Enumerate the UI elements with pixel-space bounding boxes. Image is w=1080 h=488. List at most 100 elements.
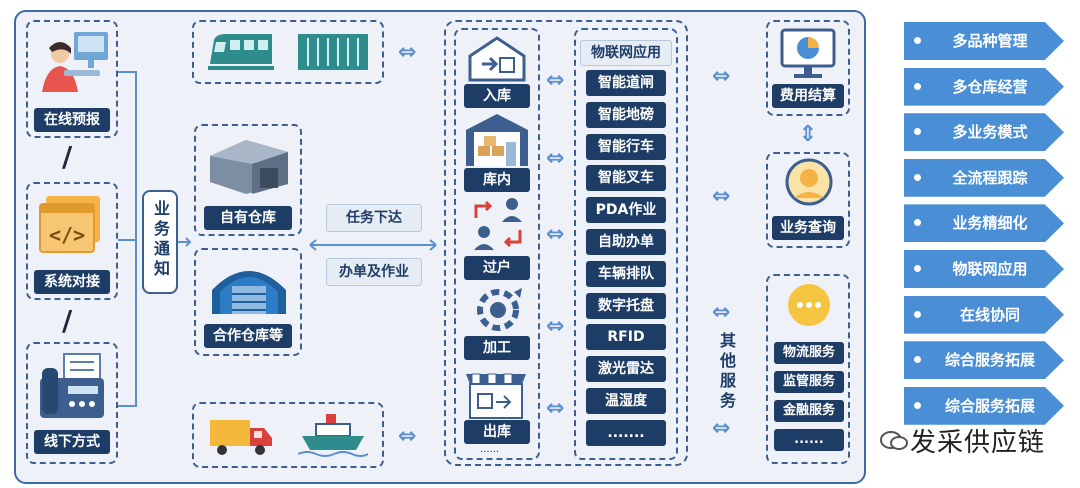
- ops-iot-arrow-2: ⇔: [546, 146, 565, 171]
- feature-chevron: 全流程跟踪: [904, 158, 1064, 197]
- iot-item: 车辆排队: [586, 260, 666, 287]
- watermark-text: 发采供应链: [910, 428, 1046, 458]
- feature-chevron: 多仓库经营: [904, 67, 1064, 106]
- channel-offline-label: 线下方式: [34, 430, 110, 454]
- headset-agent-icon: [785, 158, 833, 206]
- iot-item: .......: [586, 419, 666, 446]
- iot-other-arrow-2: ⇔: [712, 416, 731, 441]
- connector-lines: [118, 71, 137, 407]
- iot-item: PDA作业: [586, 197, 666, 224]
- road-double-arrow: ⇔: [398, 424, 417, 449]
- feature-label: 多业务模式: [952, 123, 1028, 142]
- iot-box: [574, 28, 678, 460]
- iot-fee-arrow: ⇔: [712, 64, 731, 89]
- fee-box: [766, 20, 850, 116]
- feature-label: 业务精细化: [952, 214, 1028, 233]
- iot-item: 智能道闸: [586, 70, 666, 96]
- feature-label: 物联网应用: [952, 260, 1028, 278]
- transport-rail-box: [192, 20, 384, 84]
- feature-label: 多仓库经营: [952, 77, 1028, 96]
- bullet-icon: [914, 265, 921, 272]
- channel-integration-label: 系统对接: [34, 270, 110, 294]
- task-double-arrow: [309, 239, 437, 251]
- processing-gear-icon: [477, 288, 522, 331]
- iot-item: RFID: [586, 324, 666, 351]
- own-warehouse-label: 自有仓库: [204, 206, 292, 230]
- person-at-computer-icon: [42, 32, 108, 92]
- in-warehouse-icon: [466, 114, 528, 166]
- channel-online: [26, 20, 118, 138]
- other-services-title: 其他服务: [717, 332, 736, 412]
- task-process-label: 办单及作业: [326, 258, 422, 286]
- query-label: 业务查询: [772, 216, 844, 240]
- hangar-icon: [212, 271, 286, 314]
- query-box: [766, 152, 850, 248]
- service-item: 金融服务: [774, 400, 844, 422]
- feature-label: 综合服务拓展: [944, 351, 1035, 370]
- warehouse-icon: [210, 140, 288, 194]
- service-item: 物流服务: [774, 342, 844, 364]
- feature-label: 多品种管理: [952, 32, 1028, 50]
- notice-arrow: [178, 237, 192, 247]
- iot-other-arrow-1: ⇔: [712, 300, 731, 325]
- op-inbound-label: 入库: [464, 84, 530, 108]
- op-outbound-label: 出库: [464, 420, 530, 444]
- iot-item: 自助办单: [586, 229, 666, 255]
- feature-chevron: 多品种管理: [904, 22, 1064, 60]
- bullet-icon: [914, 173, 921, 181]
- op-transfer-label: 过户: [464, 256, 530, 280]
- ops-iot-arrow-3: ⇔: [546, 222, 565, 247]
- ops-iot-arrow-1: ⇔: [546, 68, 565, 93]
- separator-2: /: [62, 304, 73, 337]
- iot-item: 激光雷达: [586, 356, 666, 383]
- wechat-icon: [880, 431, 908, 450]
- bullet-icon: [914, 82, 921, 90]
- service-item: ......: [774, 429, 844, 451]
- iot-item: 数字托盘: [586, 292, 666, 319]
- feature-label: 全流程跟踪: [952, 168, 1028, 187]
- transport-road-box: [192, 402, 384, 468]
- rail-double-arrow: ⇔: [398, 40, 417, 65]
- business-notice-box: [142, 190, 178, 294]
- iot-item: 温湿度: [586, 388, 666, 414]
- ops-iot-arrow-5: ⇔: [546, 396, 565, 421]
- bullet-icon: [914, 310, 921, 318]
- service-item: 监管服务: [774, 371, 844, 393]
- train-icon: [208, 34, 274, 70]
- code-window-icon: </>: [39, 196, 100, 253]
- iot-item: 智能叉车: [586, 165, 666, 192]
- op-more: ......: [480, 444, 500, 455]
- iot-item: 智能行车: [586, 133, 666, 160]
- task-issue-label: 任务下达: [326, 204, 422, 232]
- fax-machine-icon: [40, 353, 104, 418]
- feature-chevron: 综合服务拓展: [904, 386, 1064, 425]
- feature-chevron: 多业务模式: [904, 113, 1064, 152]
- bullet-icon: [914, 219, 921, 227]
- channel-online-label: 在线预报: [34, 108, 110, 132]
- chart-monitor-icon: [780, 28, 836, 78]
- svg-text:</>: </>: [49, 223, 85, 247]
- feature-chevron: 业务精细化: [904, 204, 1064, 243]
- business-notice-label: 业务通知: [151, 200, 170, 280]
- partner-warehouse-label: 合作仓库等: [204, 324, 292, 348]
- feature-chevron: 物联网应用: [904, 250, 1064, 288]
- bullet-icon: [914, 128, 921, 136]
- chat-dots-icon: [788, 284, 830, 326]
- channel-integration: [26, 182, 118, 300]
- channel-offline: [26, 342, 118, 464]
- iot-item: 智能地磅: [586, 101, 666, 128]
- container-icon: [298, 34, 368, 70]
- inbound-icon: [468, 36, 526, 82]
- fee-query-arrow: ⇔: [795, 123, 821, 143]
- ops-iot-arrow-4: ⇔: [546, 314, 565, 339]
- op-processing-label: 加工: [464, 336, 530, 360]
- operations-inner: [454, 28, 540, 460]
- feature-label: 在线协同: [959, 305, 1020, 324]
- separator-1: /: [62, 140, 73, 173]
- ship-icon: [298, 414, 368, 457]
- op-inside-label: 库内: [464, 168, 530, 192]
- feature-label: 综合服务拓展: [944, 396, 1035, 415]
- outbound-icon: [466, 373, 526, 419]
- truck-icon: [210, 420, 272, 455]
- fee-label: 费用结算: [772, 84, 844, 108]
